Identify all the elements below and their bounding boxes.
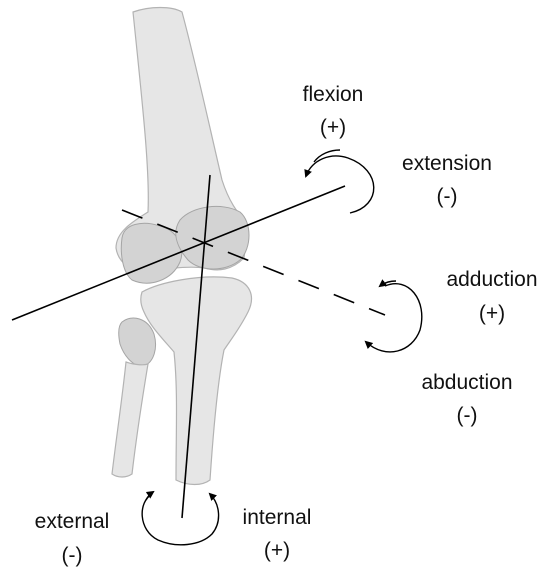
adduction-label: adduction — [446, 268, 537, 291]
knee-bones — [112, 8, 251, 485]
abduction-label: abduction — [421, 371, 512, 394]
abduction-sign: (-) — [457, 404, 478, 427]
external-sign: (-) — [62, 544, 83, 567]
extension-sign: (-) — [437, 185, 458, 208]
fibula-head — [119, 318, 156, 366]
internal-external-arc — [142, 494, 218, 545]
motion-labels: flexion (+) extension (-) adduction (+) … — [35, 83, 538, 567]
adduction-sign: (+) — [479, 302, 505, 325]
adduction-abduction-arc — [366, 284, 422, 352]
internal-label: internal — [243, 506, 312, 529]
extension-label: extension — [402, 152, 492, 175]
flexion-sign: (+) — [320, 116, 346, 139]
external-label: external — [35, 510, 110, 533]
tibia — [141, 277, 252, 485]
internal-sign: (+) — [264, 539, 290, 562]
fibula-shaft — [112, 362, 148, 477]
femur-condyle — [121, 223, 181, 283]
flexion-label: flexion — [303, 83, 364, 106]
flexion-extension-arc — [306, 156, 374, 213]
